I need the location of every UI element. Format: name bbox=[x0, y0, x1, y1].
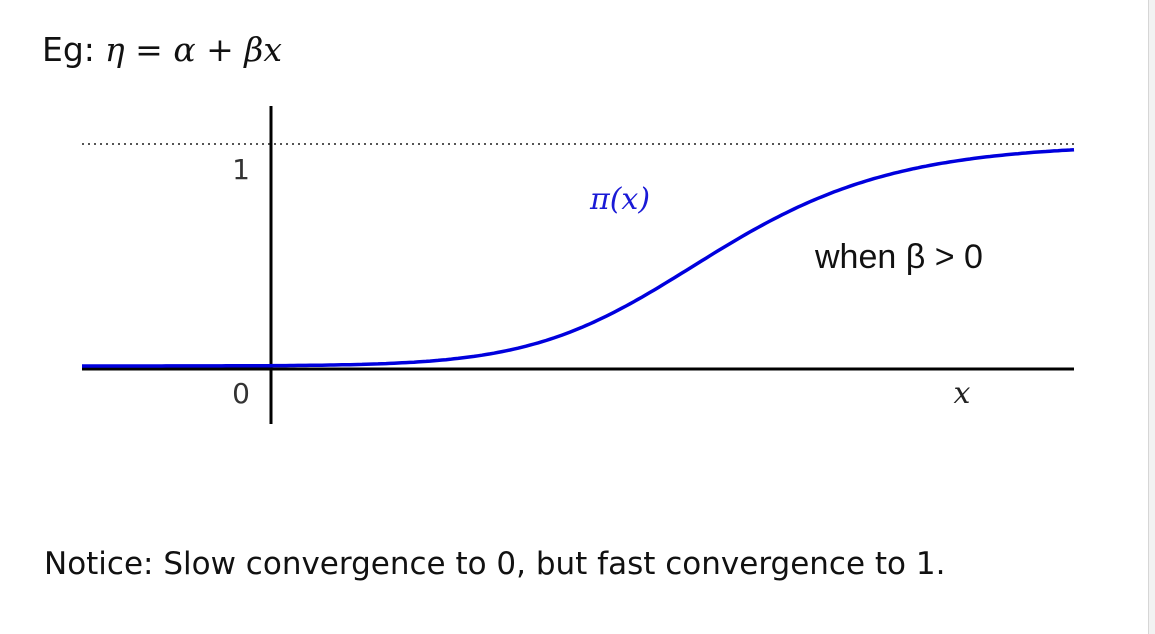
heading-prefix: Eg: bbox=[42, 30, 95, 69]
linear-predictor-equation: η = α + βx bbox=[104, 30, 282, 69]
x-axis-label: x bbox=[954, 376, 971, 411]
y-tick-zero: 0 bbox=[232, 377, 250, 410]
beta-condition-annotation: when β > 0 bbox=[814, 238, 983, 276]
probability-curve bbox=[82, 147, 1075, 368]
notice-text: Notice: Slow convergence to 0, but fast … bbox=[44, 546, 946, 582]
y-tick-one: 1 bbox=[232, 153, 250, 186]
example-heading: Eg:η = α + βx bbox=[42, 30, 282, 69]
curve-label: π(x) bbox=[589, 182, 650, 217]
